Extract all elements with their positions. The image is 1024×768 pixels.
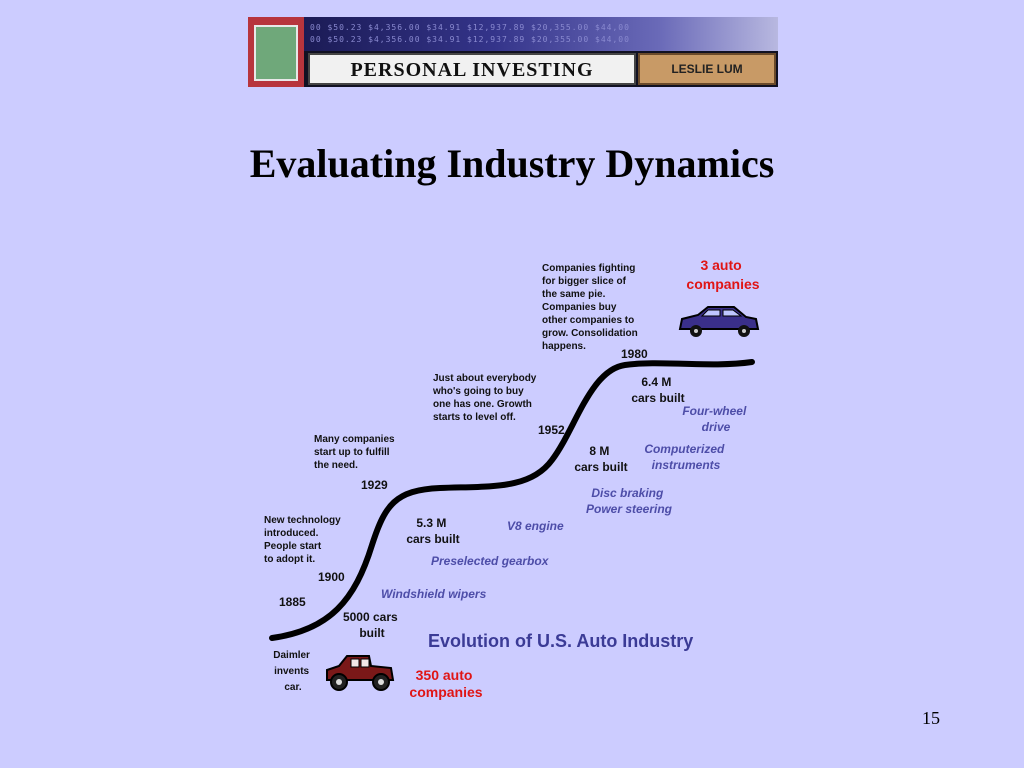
logo-emblem-icon [254,25,298,81]
year-1929: 1929 [361,478,388,492]
feature-four-wheel-drive: Four-wheel drive [682,404,749,434]
count-350-companies: 350 auto companies [409,667,482,700]
stat-8m-cars: 8 M cars built [574,444,627,474]
note-companies-fighting: Companies fighting for bigger slice of t… [542,263,641,352]
ticker-line: 00 $50.23 $4,356.00 $34.91 $12,937.89 $2… [310,35,630,44]
year-1952: 1952 [538,423,565,437]
stat-5000-cars: 5000 cars built [343,610,401,640]
year-1980: 1980 [621,347,648,361]
stat-5-3m-cars: 5.3 M cars built [406,516,459,546]
feature-windshield-wipers: Windshield wipers [381,587,487,601]
stat-6-4m-cars: 6.4 M cars built [631,375,684,405]
feature-disc-braking: Disc braking Power steering [586,486,673,516]
stock-ticker-strip: 00 $50.23 $4,356.00 $34.91 $12,937.89 $2… [304,17,778,51]
personal-investing-banner: 00 $50.23 $4,356.00 $34.91 $12,937.89 $2… [248,17,778,87]
note-new-technology: New technology introduced. People start … [264,515,343,565]
banner-title-box: PERSONAL INVESTING [308,53,636,85]
page-number: 15 [922,708,940,728]
modern-car-icon [678,306,760,337]
note-daimler: Daimler invents car. [273,650,312,693]
count-3-companies: 3 auto companies [686,257,759,292]
feature-preselected-gearbox: Preselected gearbox [431,554,550,568]
feature-computerized-instruments: Computerized instruments [644,442,727,472]
ticker-line: 00 $50.23 $4,356.00 $34.91 $12,937.89 $2… [310,23,630,32]
vintage-car-icon [326,655,395,691]
banner-author: LESLIE LUM [671,62,743,76]
feature-v8-engine: V8 engine [507,519,564,533]
banner-title: PERSONAL INVESTING [350,59,594,81]
note-many-companies: Many companies start up to fulfill the n… [314,434,397,471]
year-1900: 1900 [318,570,345,584]
banner-author-box: LESLIE LUM [638,53,776,85]
year-1885: 1885 [279,595,306,609]
diagram-heading: Evolution of U.S. Auto Industry [428,631,693,651]
banner-logo-icon [248,17,304,87]
growth-s-curve [269,359,755,641]
slide-title: Evaluating Industry Dynamics [249,141,775,186]
note-just-about-everybody: Just about everybody who's going to buy … [432,373,539,423]
